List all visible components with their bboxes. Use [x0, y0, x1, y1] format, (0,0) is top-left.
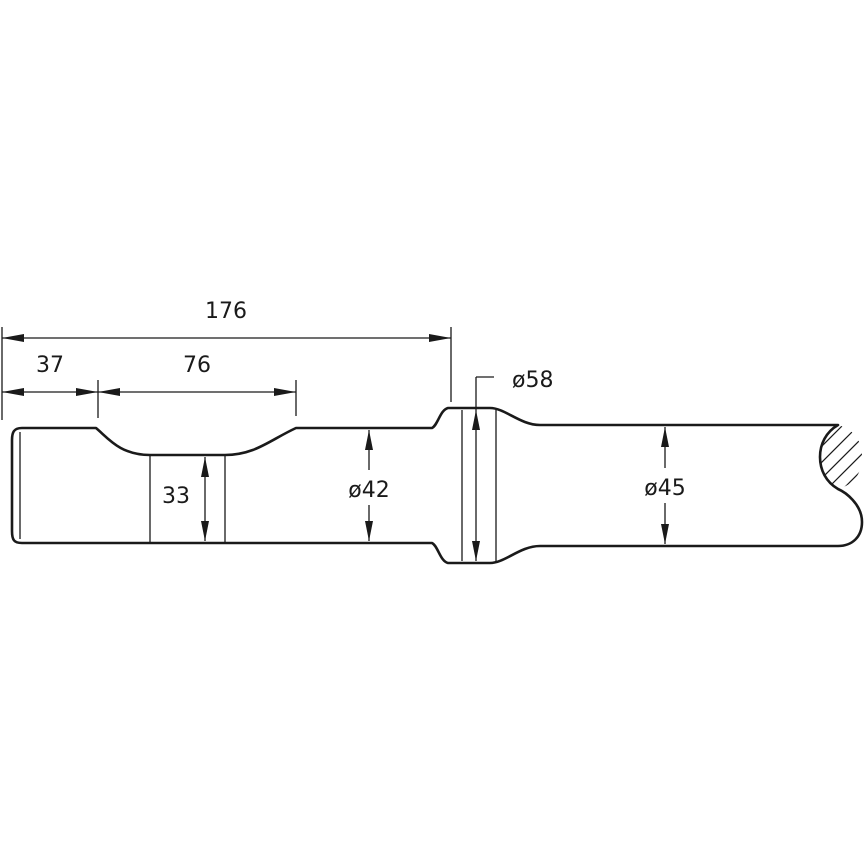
- tool-outline: [10, 406, 864, 565]
- groove-length-label: 76: [183, 353, 211, 378]
- dimension-body-diameter: ø45: [644, 427, 686, 544]
- overall-length-label: 176: [205, 299, 247, 324]
- body-diameter-label: ø45: [644, 476, 685, 501]
- dimension-overall-length: 176: [1, 299, 452, 420]
- dimension-collar-diameter: ø58: [472, 368, 553, 561]
- dimension-groove-depth: 33: [162, 457, 209, 541]
- groove-depth-label: 33: [162, 484, 190, 509]
- tool-body-outline: [10, 406, 864, 565]
- dimension-groove-length: 76: [98, 353, 297, 416]
- collar-diameter-label: ø58: [512, 368, 553, 393]
- dimension-shank-diameter: ø42: [348, 430, 390, 541]
- shank-diameter-label: ø42: [348, 478, 389, 503]
- dimension-first-section: 37: [2, 353, 99, 418]
- first-section-label: 37: [36, 353, 64, 378]
